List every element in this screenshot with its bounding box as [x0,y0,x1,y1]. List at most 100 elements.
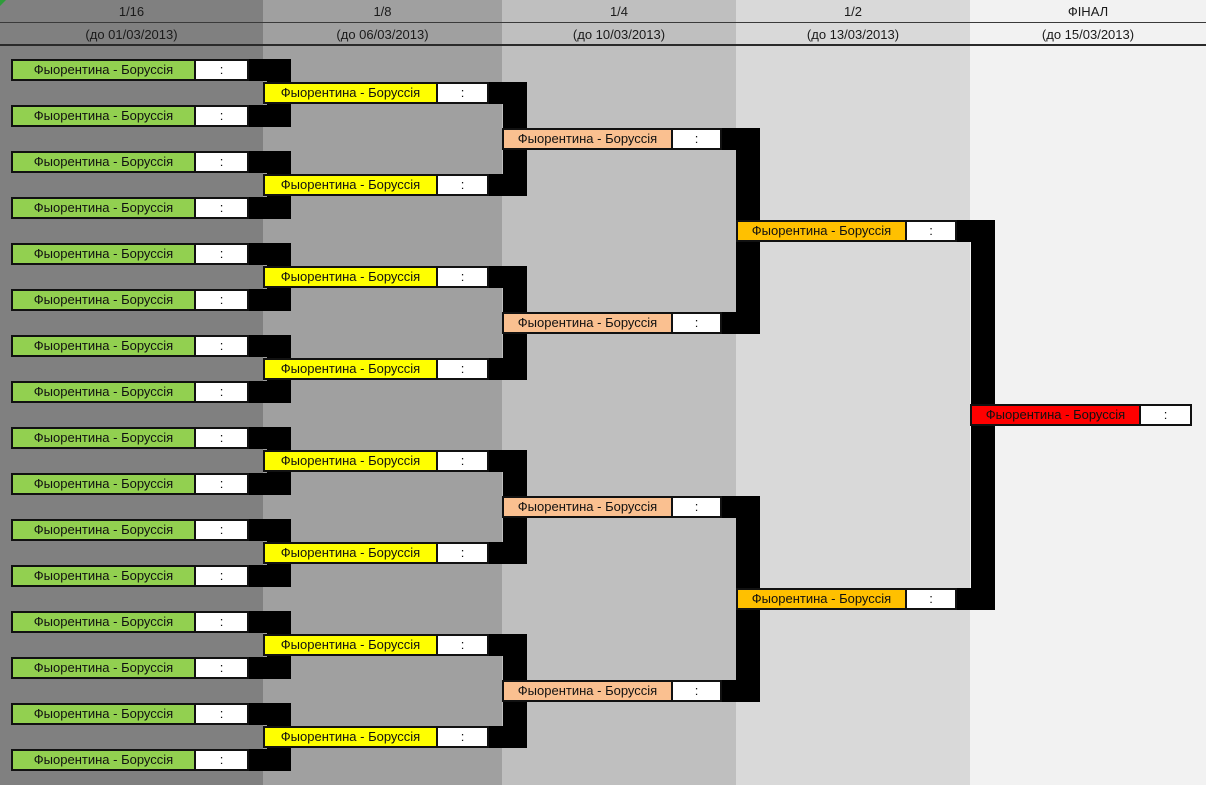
match-score-input[interactable]: : [673,682,720,700]
match-score-input[interactable]: : [196,199,247,217]
match-box[interactable]: Фыорентина - Боруссія: [263,726,489,748]
match-teams: Фыорентина - Боруссія [738,590,907,608]
match-box[interactable]: Фыорентина - Боруссія: [970,404,1192,426]
match-teams: Фыорентина - Боруссія [504,130,673,148]
match-box[interactable]: Фыорентина - Боруссія: [11,335,249,357]
match-score-input[interactable]: : [196,61,247,79]
round-title: 1/2 [736,0,970,23]
round-column-4: ФІНАЛ(до 15/03/2013) [970,0,1206,785]
match-box[interactable]: Фыорентина - Боруссія: [11,151,249,173]
round-column-3: 1/2(до 13/03/2013) [736,0,970,785]
match-box[interactable]: Фыорентина - Боруссія: [11,565,249,587]
round-deadline: (до 01/03/2013) [0,23,263,46]
match-box[interactable]: Фыорентина - Боруссія: [502,128,722,150]
match-teams: Фыорентина - Боруссія [13,475,196,493]
match-box[interactable]: Фыорентина - Боруссія: [502,312,722,334]
match-box[interactable]: Фыорентина - Боруссія: [11,427,249,449]
round-column-2: 1/4(до 10/03/2013) [502,0,736,785]
match-score-input[interactable]: : [196,751,247,769]
match-score-input[interactable]: : [673,314,720,332]
match-teams: Фыорентина - Боруссія [13,61,196,79]
match-teams: Фыорентина - Боруссія [265,268,438,286]
match-teams: Фыорентина - Боруссія [265,636,438,654]
match-score-input[interactable]: : [196,705,247,723]
match-score-input[interactable]: : [438,452,487,470]
match-teams: Фыорентина - Боруссія [13,705,196,723]
match-score-input[interactable]: : [196,659,247,677]
match-box[interactable]: Фыорентина - Боруссія: [263,542,489,564]
match-box[interactable]: Фыорентина - Боруссія: [502,496,722,518]
match-box[interactable]: Фыорентина - Боруссія: [11,289,249,311]
match-teams: Фыорентина - Боруссія [265,360,438,378]
match-teams: Фыорентина - Боруссія [13,521,196,539]
match-score-input[interactable]: : [196,429,247,447]
match-score-input[interactable]: : [673,498,720,516]
match-score-input[interactable]: : [438,84,487,102]
match-teams: Фыорентина - Боруссія [265,544,438,562]
match-box[interactable]: Фыорентина - Боруссія: [263,174,489,196]
match-score-input[interactable]: : [438,360,487,378]
match-teams: Фыорентина - Боруссія [265,84,438,102]
match-teams: Фыорентина - Боруссія [504,682,673,700]
match-teams: Фыорентина - Боруссія [13,659,196,677]
match-score-input[interactable]: : [196,475,247,493]
match-score-input[interactable]: : [907,590,955,608]
match-score-input[interactable]: : [196,245,247,263]
match-score-input[interactable]: : [196,107,247,125]
match-teams: Фыорентина - Боруссія [13,429,196,447]
round-deadline: (до 13/03/2013) [736,23,970,46]
cell-comment-indicator [0,0,6,6]
match-box[interactable]: Фыорентина - Боруссія: [11,749,249,771]
match-teams: Фыорентина - Боруссія [13,153,196,171]
match-box[interactable]: Фыорентина - Боруссія: [263,266,489,288]
match-box[interactable]: Фыорентина - Боруссія: [11,105,249,127]
match-score-input[interactable]: : [196,337,247,355]
match-score-input[interactable]: : [438,268,487,286]
round-title: 1/4 [502,0,736,23]
match-score-input[interactable]: : [438,544,487,562]
match-box[interactable]: Фыорентина - Боруссія: [11,381,249,403]
match-teams: Фыорентина - Боруссія [13,751,196,769]
match-teams: Фыорентина - Боруссія [13,107,196,125]
match-score-input[interactable]: : [196,153,247,171]
match-box[interactable]: Фыорентина - Боруссія: [263,82,489,104]
match-score-input[interactable]: : [196,567,247,585]
round-title: 1/8 [263,0,502,23]
match-score-input[interactable]: : [196,383,247,401]
round-deadline: (до 10/03/2013) [502,23,736,46]
match-score-input[interactable]: : [196,613,247,631]
match-score-input[interactable]: : [907,222,955,240]
round-deadline: (до 15/03/2013) [970,23,1206,46]
match-teams: Фыорентина - Боруссія [504,314,673,332]
match-box[interactable]: Фыорентина - Боруссія: [11,703,249,725]
match-teams: Фыорентина - Боруссія [13,337,196,355]
match-box[interactable]: Фыорентина - Боруссія: [11,519,249,541]
match-teams: Фыорентина - Боруссія [13,567,196,585]
match-box[interactable]: Фыорентина - Боруссія: [736,220,957,242]
match-box[interactable]: Фыорентина - Боруссія: [736,588,957,610]
match-score-input[interactable]: : [438,636,487,654]
match-teams: Фыорентина - Боруссія [13,245,196,263]
match-box[interactable]: Фыорентина - Боруссія: [263,358,489,380]
match-box[interactable]: Фыорентина - Боруссія: [11,243,249,265]
match-score-input[interactable]: : [438,176,487,194]
match-teams: Фыорентина - Боруссія [504,498,673,516]
match-score-input[interactable]: : [196,521,247,539]
match-box[interactable]: Фыорентина - Боруссія: [11,197,249,219]
match-box[interactable]: Фыорентина - Боруссія: [11,611,249,633]
match-score-input[interactable]: : [438,728,487,746]
match-box[interactable]: Фыорентина - Боруссія: [263,634,489,656]
match-teams: Фыорентина - Боруссія [265,176,438,194]
match-teams: Фыорентина - Боруссія [738,222,907,240]
match-box[interactable]: Фыорентина - Боруссія: [11,59,249,81]
match-score-input[interactable]: : [673,130,720,148]
match-score-input[interactable]: : [196,291,247,309]
match-teams: Фыорентина - Боруссія [265,728,438,746]
match-box[interactable]: Фыорентина - Боруссія: [11,657,249,679]
match-box[interactable]: Фыорентина - Боруссія: [263,450,489,472]
match-box[interactable]: Фыорентина - Боруссія: [502,680,722,702]
match-score-input[interactable]: : [1141,406,1190,424]
match-teams: Фыорентина - Боруссія [13,199,196,217]
round-title: 1/16 [0,0,263,23]
match-box[interactable]: Фыорентина - Боруссія: [11,473,249,495]
